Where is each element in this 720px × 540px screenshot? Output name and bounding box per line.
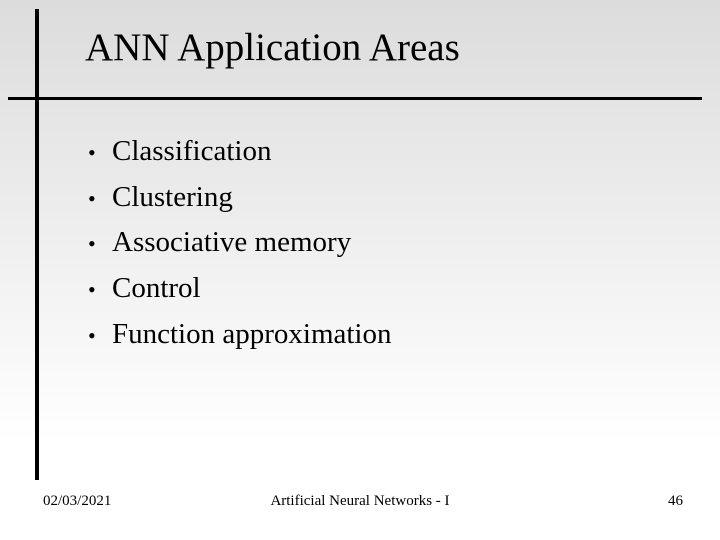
bullet-item: • Function approximation [88,312,392,358]
bullet-item: • Associative memory [88,220,392,266]
bullet-list: • Classification • Clustering • Associat… [88,129,392,357]
bullet-text: Clustering [112,180,233,213]
bullet-marker: • [88,185,96,211]
bullet-text: Control [112,272,201,305]
footer-date: 02/03/2021 [43,493,112,509]
bullet-marker: • [88,277,96,303]
bullet-item: • Classification [88,129,392,175]
bullet-item: • Control [88,266,392,312]
bullet-text: Function approximation [112,317,392,350]
bullet-marker: • [88,322,96,348]
bullet-text: Associative memory [112,226,352,259]
slide-title: ANN Application Areas [85,26,460,69]
bullet-marker: • [88,140,96,165]
slide-number-label: 46 [668,493,683,509]
vertical-accent-line [35,9,39,480]
bullet-item: • Clustering [88,175,392,221]
bullet-text: Classification [112,135,272,167]
footer-deck-title: Artificial Neural Networks - I [270,493,450,509]
title-underline [8,97,702,100]
footer: 02/03/2021 Artificial Neural Networks - … [0,494,720,514]
bullet-marker: • [88,231,96,257]
